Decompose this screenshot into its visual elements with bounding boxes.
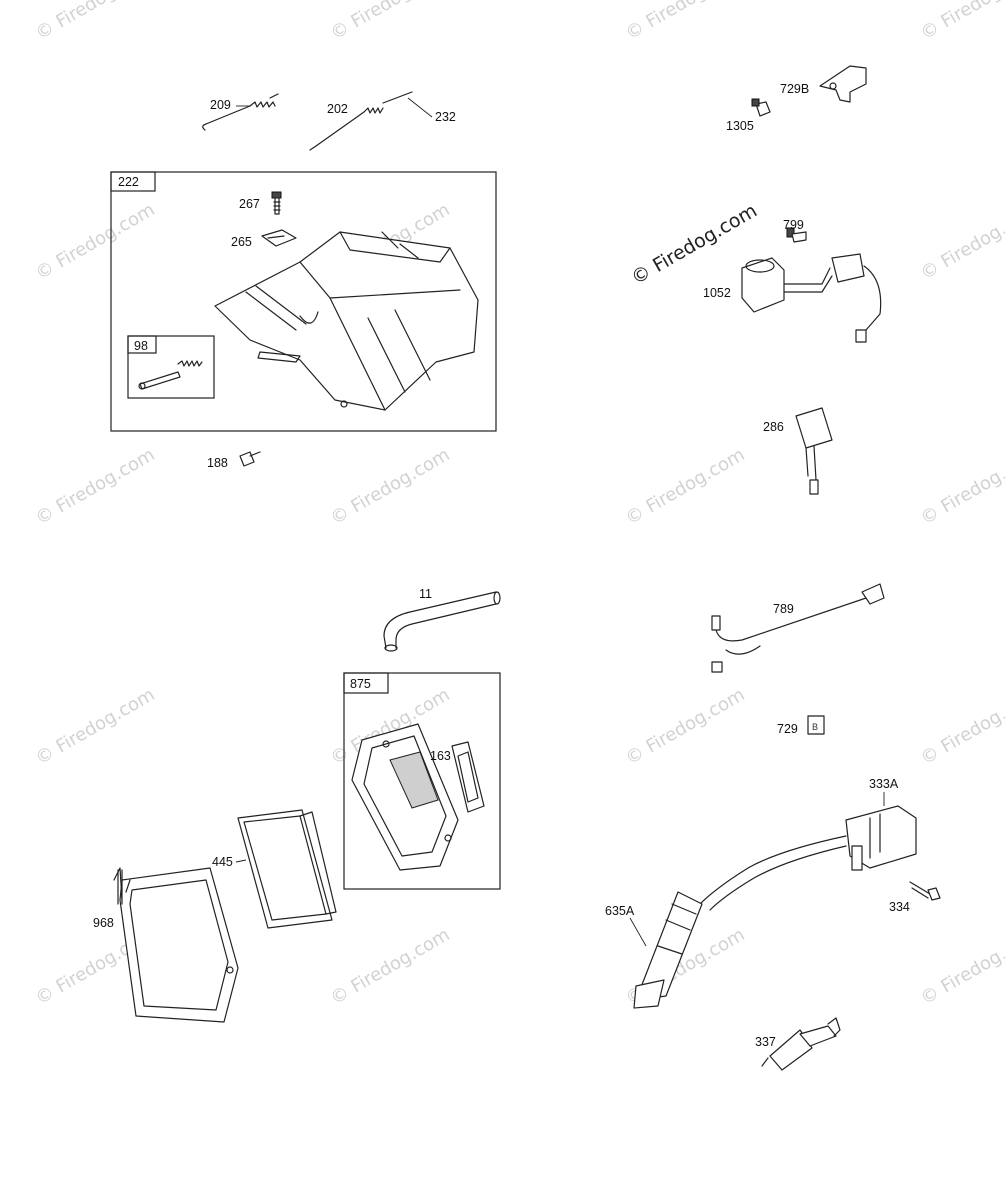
part-1052-solenoid [741, 253, 882, 343]
part-968-cover [113, 867, 239, 1023]
watermark-text: © Firedog.com [917, 684, 1005, 769]
watermark-text: © Firedog.com [622, 444, 748, 529]
part-188-screw [239, 451, 261, 467]
part-789-harness [711, 583, 885, 673]
label-188: 188 [207, 456, 228, 470]
label-202: 202 [327, 102, 348, 116]
label-789: 789 [773, 602, 794, 616]
group-box-98 [127, 335, 215, 399]
part-11-hose [383, 591, 501, 652]
label-11: 11 [419, 587, 432, 601]
part-333A-coil [699, 805, 917, 911]
watermark-text: © Firedog.com [622, 684, 748, 769]
part-875-base [351, 723, 459, 871]
part-222-bracket [214, 231, 479, 411]
watermark-text: © Firedog.com [327, 444, 453, 529]
watermark-text: © Firedog.com [917, 924, 1005, 1009]
watermark-text: © Firedog.com [32, 684, 158, 769]
group-box-222-tag [110, 171, 156, 192]
part-337-spark-plug [761, 1017, 841, 1071]
label-445: 445 [212, 855, 233, 869]
leader-635A [629, 917, 647, 947]
label-968: 968 [93, 916, 114, 930]
part-729B-bracket [819, 65, 867, 103]
watermark-text: © Firedog.com [32, 0, 158, 44]
label-729B: 729B [780, 82, 809, 96]
label-267: 267 [239, 197, 260, 211]
part-1305-screw [751, 98, 771, 117]
label-334: 334 [889, 900, 910, 914]
watermark-main: © Firedog.com [628, 200, 761, 290]
label-286: 286 [763, 420, 784, 434]
part-799-screw [786, 227, 807, 243]
box-label-875: 875 [350, 677, 371, 691]
group-box-875 [343, 672, 501, 890]
watermark-text: © Firedog.com [32, 199, 158, 284]
label-337: 337 [755, 1035, 776, 1049]
box-label-98: 98 [134, 339, 148, 353]
part-265-clip [261, 229, 297, 247]
group-box-875-tag [343, 672, 389, 694]
label-163: 163 [430, 749, 451, 763]
label-635A: 635A [605, 904, 635, 918]
watermark-text: © Firedog.com [327, 0, 453, 44]
part-267-screw [271, 191, 282, 215]
label-209: 209 [210, 98, 231, 112]
label-333A: 333A [869, 777, 899, 791]
watermark-text: © Firedog.com [917, 444, 1005, 529]
label-799: 799 [783, 218, 804, 232]
part-286-module [795, 407, 833, 495]
part-202-link [309, 91, 413, 151]
part-209-spring [202, 93, 279, 131]
part-334-screw [909, 881, 941, 901]
leader-232 [407, 97, 433, 118]
watermark-text: © Firedog.com [917, 0, 1005, 44]
label-265: 265 [231, 235, 252, 249]
part-98-pin-spring [138, 360, 203, 390]
label-232: 232 [435, 110, 456, 124]
label-1305: 1305 [726, 119, 754, 133]
watermark-text: © Firedog.com [622, 0, 748, 44]
box-label-222: 222 [118, 175, 139, 189]
leader-445 [235, 859, 247, 863]
watermark-text: © Firedog.com [917, 199, 1005, 284]
watermark-text: © Firedog.com [327, 924, 453, 1009]
svg-text:B: B [812, 722, 818, 732]
label-729: 729 [777, 722, 798, 736]
part-445-filter [237, 809, 337, 929]
label-1052: 1052 [703, 286, 731, 300]
group-box-98-tag [127, 335, 157, 354]
part-635A-boot [633, 891, 703, 1009]
part-163-gasket [451, 741, 485, 813]
group-box-222 [110, 171, 497, 432]
part-729-clip: B [807, 715, 825, 735]
watermark-text: © Firedog.com [32, 444, 158, 529]
